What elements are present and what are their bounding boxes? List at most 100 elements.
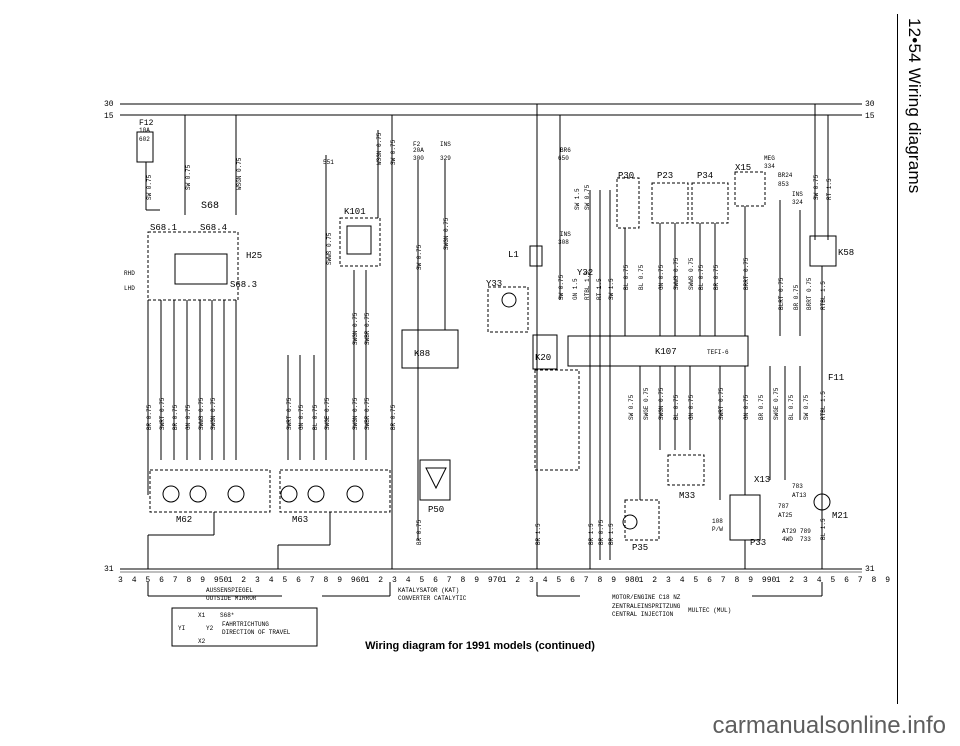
label-p35: P35: [632, 543, 648, 553]
wire-label: BR 0.75: [758, 394, 765, 420]
scale-number: 8: [872, 576, 877, 585]
wire-label: GN 0.75: [298, 404, 305, 430]
wire-label: BR 0.75: [793, 284, 800, 310]
wire-label: SW 0.75: [416, 244, 423, 270]
legend-x1: X1: [198, 612, 206, 619]
wire-label: BLRT 0.75: [778, 277, 785, 310]
wire-label: BR 1.5: [535, 523, 542, 545]
fuse-334: 334: [764, 163, 775, 170]
scale-number: 4: [817, 576, 822, 585]
wire-label: SW 0.75: [390, 139, 397, 165]
scale-number: 1: [228, 576, 233, 585]
scale-number: 2: [378, 576, 383, 585]
scale-number: 2: [789, 576, 794, 585]
label-mirror-de: AUSSENSPIEGEL: [206, 587, 253, 594]
fuse-853: 853: [778, 181, 789, 188]
scale-number: 4: [132, 576, 137, 585]
label-tefi: TEFI-6: [707, 349, 729, 356]
scale-number: 980: [625, 576, 640, 585]
label-f11: F11: [828, 373, 844, 383]
wire-label: GN 0.75: [658, 264, 665, 290]
fuse-br24: BR24: [778, 172, 793, 179]
scale-number: 7: [310, 576, 315, 585]
legend-s68: S68*: [220, 612, 234, 619]
wire-label: BRRT 0.75: [806, 277, 813, 310]
fuse-551: 551: [323, 159, 334, 166]
ref-789: 789: [800, 528, 811, 535]
label-mirror-en: OUTSIDE MIRROR: [206, 595, 257, 602]
wire-label: SW 0.75: [558, 274, 565, 300]
wire-label: GN 0.75: [688, 394, 695, 420]
scale-number: 4: [406, 576, 411, 585]
wire-label: BL 0.75: [673, 394, 680, 420]
scale-number: 3: [803, 576, 808, 585]
ref-at13: AT13: [792, 492, 807, 499]
wire-label: BR 0.75: [416, 519, 423, 545]
scale-number: 6: [844, 576, 849, 585]
wire-label: SWWS 0.75: [673, 257, 680, 290]
wire-label: SW 0.75: [584, 184, 591, 210]
scale-number: 6: [570, 576, 575, 585]
fuse-ins-number: 329: [440, 155, 451, 162]
wire-label: RTBL 1.5: [584, 271, 591, 300]
label-p50: P50: [428, 505, 444, 515]
section-title: 12•54 Wiring diagrams: [905, 18, 924, 194]
scale-number: 9: [337, 576, 342, 585]
label-p30: P30: [618, 171, 634, 181]
scale-number: 5: [556, 576, 561, 585]
wire-label: SW 1.5: [574, 188, 581, 210]
wire-label: SWWS 0.75: [198, 397, 205, 430]
wire-label: SW 0.75: [628, 394, 635, 420]
scale-number: 3: [392, 576, 397, 585]
rail-31-left: 31: [104, 565, 114, 574]
label-p34: P34: [697, 171, 713, 181]
scale-number: 4: [680, 576, 685, 585]
fuse-f12-number: 602: [139, 136, 150, 143]
scale-number: 1: [776, 576, 781, 585]
wire-label: GN 1.5: [572, 278, 579, 300]
scale-number: 8: [735, 576, 740, 585]
scale-number: 3: [118, 576, 123, 585]
wire-label: BRRT 0.75: [743, 257, 750, 290]
rail-30-left: 30: [104, 100, 114, 109]
scale-number: 9: [200, 576, 205, 585]
scale-number: 990: [762, 576, 777, 585]
wire-label: SW 0.75: [803, 394, 810, 420]
wire-label: SW 0.75: [146, 174, 153, 200]
scale-number: 7: [858, 576, 863, 585]
scale-number: 5: [282, 576, 287, 585]
label-m62: M62: [176, 515, 192, 525]
fuse-f12: F12: [139, 119, 154, 128]
label-cat-de: KATALYSATOR (KAT): [398, 587, 459, 594]
scale-number: 5: [830, 576, 835, 585]
scale-number: 7: [584, 576, 589, 585]
wire-label: SWGE 0.75: [773, 387, 780, 420]
ref-787: 787: [778, 503, 789, 510]
scale-number: 9: [885, 576, 890, 585]
wire-label: BR 0.75: [390, 404, 397, 430]
mirror-section: [136, 115, 459, 569]
wire-label: SWGN 0.75: [352, 312, 359, 345]
label-inj-de: ZENTRALEINSPRITZUNG: [612, 603, 681, 610]
label-multec: MULTEC (MUL): [688, 607, 731, 614]
wire-label: BL 0.75: [312, 404, 319, 430]
wire-label: BR 0.75: [713, 264, 720, 290]
label-m63: M63: [292, 515, 308, 525]
page-edge-line: [897, 14, 898, 704]
label-cat-en: CONVERTER CATALYTIC: [398, 595, 467, 602]
wire-label: RT 1.5: [826, 178, 833, 200]
label-y33: Y33: [486, 279, 502, 289]
label-k107: K107: [655, 347, 677, 357]
legend-y2: Y2: [206, 625, 214, 632]
label-m21: M21: [832, 511, 848, 521]
fuse-308: 308: [558, 239, 569, 246]
wire-label: SWGN 0.75: [210, 397, 217, 430]
ref-at25: AT25: [778, 512, 793, 519]
scale-number: 9: [611, 576, 616, 585]
wire-label: BR 0.75: [172, 404, 179, 430]
wire-label: SW 1.5: [608, 278, 615, 300]
wire-label: GN 0.75: [743, 394, 750, 420]
scale-number: 8: [187, 576, 192, 585]
wire-label: SW 0.75: [813, 174, 820, 200]
